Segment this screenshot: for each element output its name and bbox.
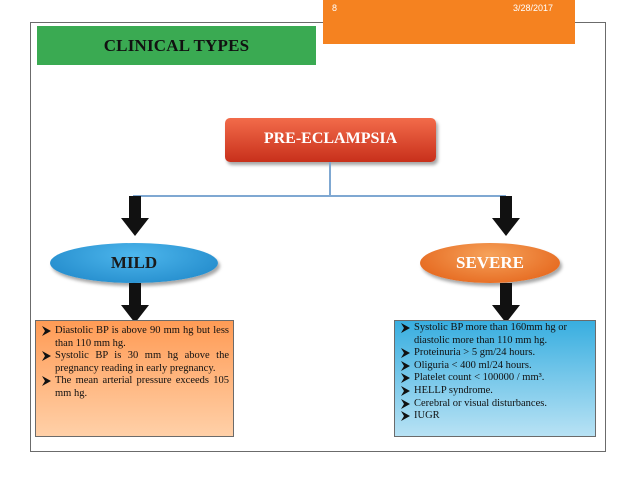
list-item: Proteinuria > 5 gm/24 hours. [400, 347, 591, 360]
list-item: Platelet count < 100000 / mm³. [400, 372, 591, 385]
list-item-text: IUGR [414, 410, 440, 422]
list-item-text: The mean arterial pressure exceeds 105 m… [55, 375, 229, 399]
list-item: Systolic BP more than 160mm hg or diasto… [400, 322, 591, 347]
severe-node-label: SEVERE [455, 253, 525, 272]
list-item-text: Diastolic BP is above 90 mm hg but less … [55, 325, 229, 349]
root-node: PRE-ECLAMPSIA [225, 118, 436, 162]
down-arrow-icon [121, 196, 149, 236]
arrow-bullet-icon [401, 385, 410, 396]
list-item-text: Oliguria < 400 ml/24 hours. [414, 359, 532, 371]
list-item: The mean arterial pressure exceeds 105 m… [41, 375, 229, 400]
slide-title: CLINICAL TYPES [103, 36, 250, 55]
list-item: Diastolic BP is above 90 mm hg but less … [41, 325, 229, 350]
arrow-bullet-icon [42, 351, 51, 362]
down-arrow-icon [492, 196, 520, 236]
slide-date: 3/28/2017 [512, 3, 553, 13]
down-arrow-icon [121, 283, 149, 323]
arrow-bullet-icon [42, 326, 51, 336]
list-item-text: Proteinuria > 5 gm/24 hours. [414, 347, 536, 359]
arrow-bullet-icon [401, 348, 410, 359]
list-item-text: HELLP syndrome. [414, 384, 493, 396]
mild-criteria-list: Diastolic BP is above 90 mm hg but less … [41, 325, 229, 401]
severe-node: SEVERE [420, 243, 560, 283]
arrow-bullet-icon [401, 398, 410, 409]
list-item-text: Systolic BP more than 160mm hg or diasto… [414, 322, 568, 346]
slide-frame [30, 22, 606, 452]
list-item: Cerebral or visual disturbances. [400, 398, 591, 411]
arrow-bullet-icon [401, 411, 410, 422]
down-arrow-icon [492, 283, 520, 323]
severe-criteria-list: Systolic BP more than 160mm hg or diasto… [400, 322, 591, 423]
arrow-bullet-icon [42, 376, 51, 387]
list-item-text: Cerebral or visual disturbances. [414, 397, 547, 409]
list-item: HELLP syndrome. [400, 385, 591, 398]
header-bar: 8 3/28/2017 [323, 0, 575, 44]
root-node-label: PRE-ECLAMPSIA [263, 130, 398, 147]
list-item: Systolic BP is 30 mm hg above the pregna… [41, 350, 229, 375]
arrow-bullet-icon [401, 323, 410, 333]
slide-number: 8 [332, 3, 338, 13]
title-box: CLINICAL TYPES [37, 26, 316, 65]
mild-criteria-box: Diastolic BP is above 90 mm hg but less … [35, 320, 234, 437]
connector-vertical [329, 162, 331, 196]
connector-horizontal [133, 195, 506, 197]
arrow-bullet-icon [401, 373, 410, 384]
arrow-bullet-icon [401, 360, 410, 371]
list-item-text: Systolic BP is 30 mm hg above the pregna… [55, 350, 229, 374]
mild-node-label: MILD [110, 253, 158, 272]
list-item: IUGR [400, 410, 591, 423]
list-item-text: Platelet count < 100000 / mm³. [414, 372, 545, 384]
severe-criteria-box: Systolic BP more than 160mm hg or diasto… [394, 320, 596, 437]
list-item: Oliguria < 400 ml/24 hours. [400, 360, 591, 373]
mild-node: MILD [50, 243, 218, 283]
